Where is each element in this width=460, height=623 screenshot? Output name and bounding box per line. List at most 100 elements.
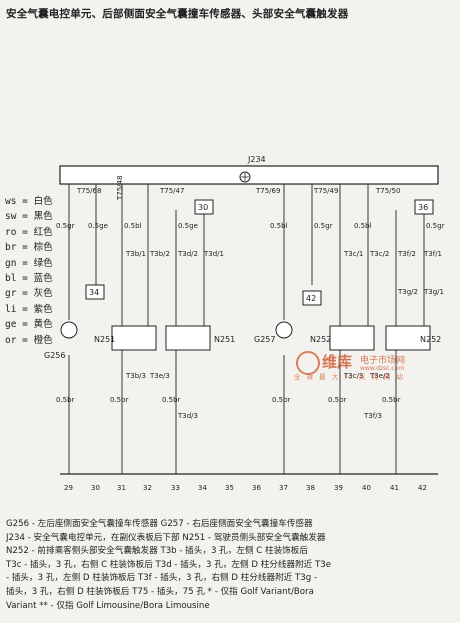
plug-label: T3b/2 bbox=[149, 250, 170, 258]
plug-label: T3c/1 bbox=[343, 250, 363, 258]
wire-label: 0.5bl bbox=[354, 222, 372, 230]
j234-label: J234 bbox=[247, 155, 266, 164]
axis-numbers: 29 30 31 32 33 34 35 36 37 38 39 40 41 4… bbox=[64, 484, 427, 492]
caption-line: G256 - 左后座侧面安全气囊撞车传感器 G257 - 右后座侧面安全气囊撞车… bbox=[6, 519, 313, 529]
ref-box-label: 42 bbox=[306, 294, 316, 303]
axis-number: 32 bbox=[143, 484, 152, 492]
legend-item: sw = 黑色 bbox=[5, 211, 53, 223]
watermark: 维库 电子市场网 www.dzsc.com 全 球 最 大 IC 采 购 网 站 bbox=[292, 351, 412, 381]
legend-item: gr = 灰色 bbox=[5, 288, 53, 300]
sensor-g257-icon bbox=[275, 321, 293, 339]
connector-label: T75/50 bbox=[375, 187, 400, 195]
axis-number: 36 bbox=[252, 484, 261, 492]
axis-number: 29 bbox=[64, 484, 73, 492]
axis-number: 42 bbox=[418, 484, 427, 492]
wire-label: 0.5gr bbox=[314, 222, 333, 230]
watermark-logo-icon bbox=[296, 351, 320, 375]
axis-number: 34 bbox=[198, 484, 207, 492]
ref-box-label: 34 bbox=[89, 288, 99, 297]
wire-label: 0.5bl bbox=[124, 222, 142, 230]
caption-line: J234 - 安全气囊电控单元，在副仪表板后下部 N251 - 驾驶员侧头部安全… bbox=[6, 532, 326, 543]
color-legend: ws = 白色 sw = 黑色 ro = 红色 br = 棕色 gn = 绿色 … bbox=[5, 194, 61, 348]
plug-label: T3f/2 bbox=[397, 250, 416, 258]
wire-label: 0.5ge bbox=[178, 222, 198, 230]
watermark-name: 维库 bbox=[322, 353, 353, 371]
plug-label: T3e/3 bbox=[149, 372, 170, 380]
connector-label: T75/49 bbox=[313, 187, 338, 195]
caption-line: T3c - 插头，3 孔，右侧 C 柱装饰板后 T3d - 插头，3 孔，左侧 … bbox=[6, 559, 331, 570]
caption-line: 插头，3 孔，右侧 D 柱装饰板后 T75 - 插头，75 孔 * - 仅指 G… bbox=[6, 586, 314, 597]
axis-number: 30 bbox=[91, 484, 100, 492]
wire-label: 0.5br bbox=[382, 396, 401, 404]
wire-label: 0.5br bbox=[328, 396, 347, 404]
ref-box bbox=[414, 199, 434, 215]
igniter-n251 bbox=[165, 325, 211, 351]
wire-label: 0.5ge bbox=[88, 222, 108, 230]
plug-label: T3d/2 bbox=[177, 250, 198, 258]
plug-label: T3g/1 bbox=[423, 288, 444, 296]
plug-label: T3c/2 bbox=[369, 250, 389, 258]
legend-item: ws = 白色 bbox=[5, 196, 53, 207]
axis-number: 37 bbox=[279, 484, 288, 492]
ref-box-label: 30 bbox=[198, 203, 208, 212]
watermark-slogan: 全 球 最 大 IC 采 购 网 站 bbox=[294, 373, 405, 381]
plug-label: T3d/1 bbox=[203, 250, 224, 258]
igniter-n252 bbox=[385, 325, 431, 351]
component-label: N252 bbox=[420, 335, 441, 344]
caption-line: - 插头，3 孔，左侧 D 柱装饰板后 T3f - 插头，3 孔，右侧 D 柱分… bbox=[6, 573, 318, 584]
connector-label: T75/69 bbox=[255, 187, 280, 195]
legend-item: or = 橙色 bbox=[5, 334, 53, 346]
plug-label: T3b/3 bbox=[125, 372, 146, 380]
wire-label: 0.5br bbox=[56, 396, 75, 404]
connector-label: T75/48 bbox=[116, 176, 124, 201]
axis-number: 38 bbox=[306, 484, 315, 492]
wire-label: 0.5br bbox=[272, 396, 291, 404]
component-label: G256 bbox=[44, 351, 65, 360]
watermark-url: www.dzsc.com bbox=[360, 365, 405, 372]
igniter-n251 bbox=[111, 325, 157, 351]
ref-box bbox=[302, 290, 322, 306]
caption-line: Variant ** - 仅指 Golf Limousine/Bora Limo… bbox=[6, 600, 210, 611]
legend-item: li = 紫色 bbox=[5, 303, 53, 315]
caption-block: G256 - 左后座侧面安全气囊撞车传感器 G257 - 右后座侧面安全气囊撞车… bbox=[6, 518, 456, 613]
plug-label: T3f/3 bbox=[363, 412, 382, 420]
axis-number: 39 bbox=[334, 484, 343, 492]
axis-number: 40 bbox=[362, 484, 371, 492]
legend-item: gn = 绿色 bbox=[5, 257, 53, 269]
wire-label: 0.5gr bbox=[426, 222, 445, 230]
wire-label: 0.5br bbox=[110, 396, 129, 404]
axis-number: 41 bbox=[390, 484, 399, 492]
ref-box-label: 36 bbox=[418, 203, 428, 212]
axis-number: 35 bbox=[225, 484, 234, 492]
wire-label: 0.5br bbox=[162, 396, 181, 404]
component-label: N252 bbox=[310, 335, 331, 344]
sensor-g256-icon bbox=[60, 321, 78, 339]
ground-symbol-icon bbox=[239, 171, 251, 183]
plug-label: T3b/1 bbox=[125, 250, 146, 258]
legend-item: br = 棕色 bbox=[5, 242, 53, 254]
legend-item: bl = 蓝色 bbox=[5, 273, 53, 285]
axis-number: 31 bbox=[117, 484, 126, 492]
component-label: G257 bbox=[254, 335, 275, 344]
j234-control-unit bbox=[59, 165, 439, 185]
diagram-title: 安全气囊电控单元、后部侧面安全气囊撞车传感器、头部安全气囊触发器 bbox=[6, 8, 349, 20]
wire-label: 0.5bl bbox=[270, 222, 288, 230]
connector-label: T75/47 bbox=[159, 187, 184, 195]
plug-label: T3f/1 bbox=[423, 250, 442, 258]
caption-line: N252 - 前排乘客侧头部安全气囊触发器 T3b - 插头，3 孔，左侧 C … bbox=[6, 546, 308, 557]
plug-label: T3e/2 bbox=[369, 372, 390, 380]
axis-number: 33 bbox=[171, 484, 180, 492]
watermark-sub: 电子市场网 bbox=[360, 356, 406, 366]
ref-box bbox=[85, 284, 105, 300]
igniter-n252 bbox=[329, 325, 375, 351]
legend-item: ro = 红色 bbox=[5, 226, 53, 238]
wire-label: 0.5gr bbox=[56, 222, 75, 230]
plug-label: T3g/2 bbox=[397, 288, 418, 296]
connector-label: T75/68 bbox=[76, 187, 101, 195]
ref-box bbox=[194, 199, 214, 215]
plug-label: T3d/3 bbox=[177, 412, 198, 420]
legend-item: ge = 黄色 bbox=[5, 319, 53, 331]
component-label: N251 bbox=[94, 335, 115, 344]
component-label: N251 bbox=[214, 335, 235, 344]
